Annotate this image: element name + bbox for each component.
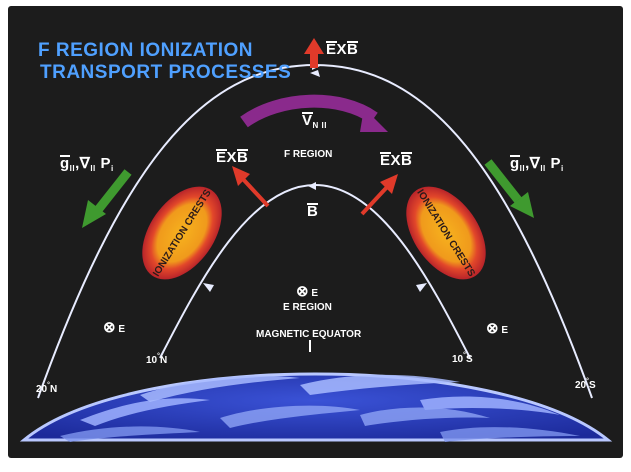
arrow-up-icon: [304, 38, 324, 68]
e-region-label: E REGION: [283, 302, 332, 313]
curved-arrow-icon: [240, 94, 388, 132]
earth: [19, 372, 613, 442]
gravity-pressure-right-label: gII,∇II Pi: [510, 155, 564, 173]
latitude-20n: 20°N: [36, 382, 58, 395]
b-field-label: B: [307, 203, 319, 220]
otimes-icon: ⊗: [103, 319, 116, 336]
title-line-2: TRANSPORT PROCESSES: [40, 62, 292, 83]
exb-arrow-right: [360, 174, 398, 216]
exb-arrow-left: [232, 166, 270, 208]
exb-top-label: EXB: [326, 41, 359, 58]
diagram-title: F REGION IONIZATION TRANSPORT PROCESSES: [38, 40, 291, 84]
arrow-down-left-icon: [82, 169, 132, 228]
e-into-page-right: ⊗ E: [486, 320, 509, 337]
ionization-crest-left: [142, 186, 222, 280]
latitude-20s: 20°S: [575, 378, 596, 391]
latitude-10s: 10°S: [452, 352, 473, 365]
exb-right-label: EXB: [380, 152, 413, 169]
exb-left-label: EXB: [216, 149, 249, 166]
latitude-10n: 10°N: [146, 353, 168, 366]
ionization-crest-right: [406, 186, 486, 280]
e-into-page-left: ⊗ E: [103, 319, 126, 336]
otimes-icon: ⊗: [296, 283, 309, 300]
v-parallel-label: VN II: [302, 112, 327, 130]
e-into-page-center: ⊗ E: [296, 283, 319, 300]
otimes-icon: ⊗: [486, 320, 499, 337]
f-region-label: F REGION: [284, 149, 333, 160]
gravity-pressure-left-label: gII,∇II Pi: [60, 155, 114, 173]
arrow-down-right-icon: [484, 159, 534, 218]
magnetic-equator-label: MAGNETIC EQUATOR: [256, 329, 362, 340]
title-line-1: F REGION IONIZATION: [38, 40, 253, 61]
